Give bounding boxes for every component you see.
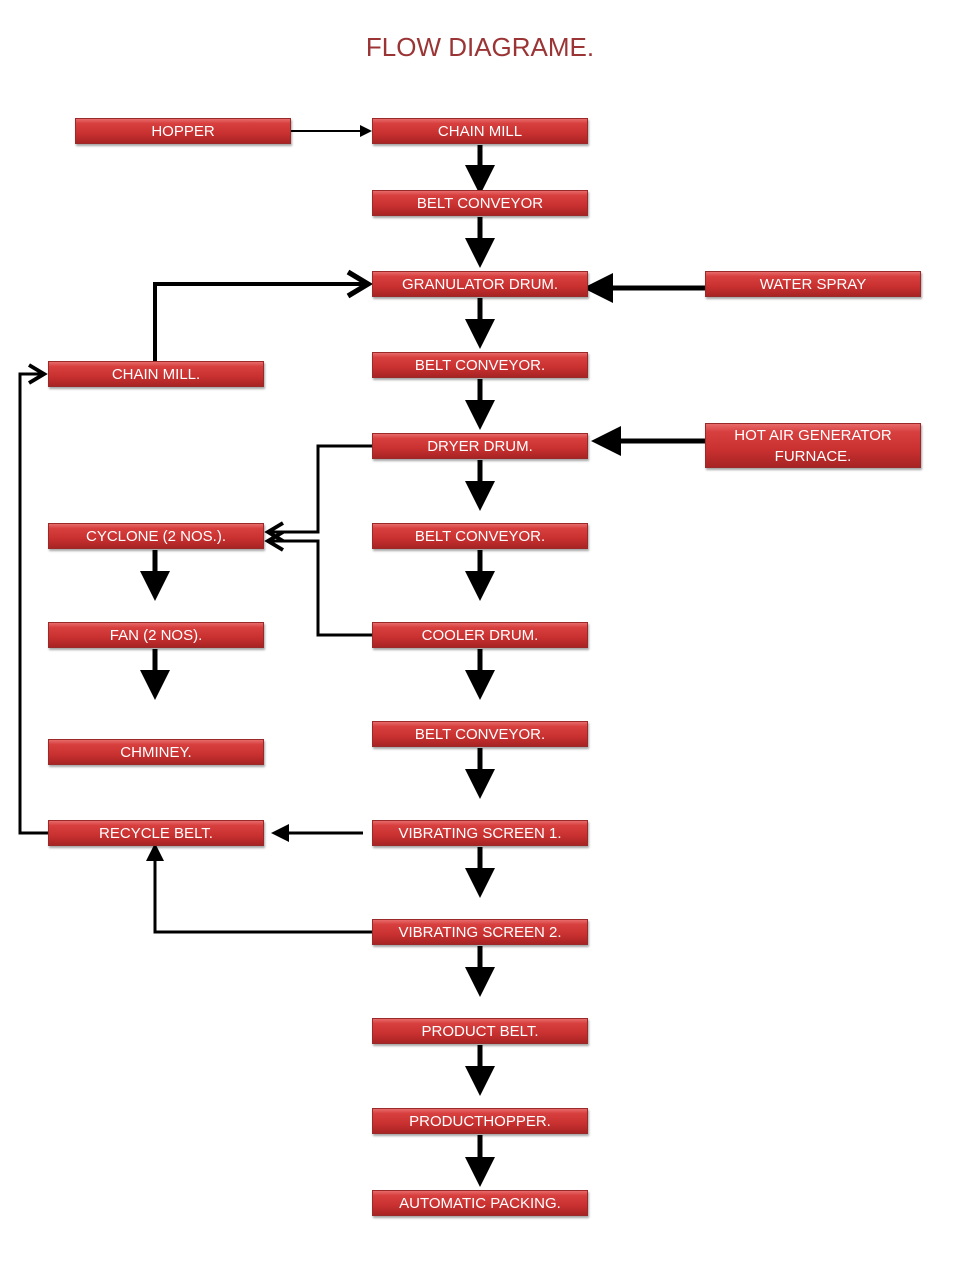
node-automatic-packing: AUTOMATIC PACKING. [372,1190,588,1216]
node-belt-conveyor: BELT CONVEYOR. [372,721,588,747]
node-vibrating-screen-1: VIBRATING SCREEN 1. [372,820,588,846]
node-chain-mill: CHAIN MILL [372,118,588,144]
node-cooler-drum: COOLER DRUM. [372,622,588,648]
recycle-to-granulator [153,269,374,361]
node-water-spray: WATER SPRAY [705,271,921,297]
node-granulator-drum: GRANULATOR DRUM. [372,271,588,297]
node-dryer-drum: DRYER DRUM. [372,433,588,459]
node-vibrating-screen-2: VIBRATING SCREEN 2. [372,919,588,945]
node-chain-mill-2: CHAIN MILL. [48,361,264,387]
node-belt-conveyor: BELT CONVEYOR [372,190,588,216]
node-recycle-belt: RECYCLE BELT. [48,820,264,846]
node-fan: FAN (2 NOS). [48,622,264,648]
node-label-line: HOT AIR GENERATOR [734,426,892,444]
node-product-hopper: PRODUCTHOPPER. [372,1108,588,1134]
node-label-line: FURNACE. [774,447,852,465]
recycle-to-chain-mill [18,363,48,835]
node-belt-conveyor: BELT CONVEYOR. [372,523,588,549]
node-hopper: HOPPER [75,118,291,144]
node-product-belt: PRODUCT BELT. [372,1018,588,1044]
node-hot-air-generator: HOT AIR GENERATOR FURNACE. [705,423,921,468]
main-flow-arrows [140,145,705,1187]
screen2-to-recycle [146,843,372,934]
node-belt-conveyor: BELT CONVEYOR. [372,352,588,378]
node-cyclone: CYCLONE (2 NOS.). [48,523,264,549]
diagram-title: FLOW DIAGRAME. [365,32,595,62]
cooler-to-cyclone [264,530,372,637]
dryer-to-cyclone [264,444,372,543]
node-chminey: CHMINEY. [48,739,264,765]
